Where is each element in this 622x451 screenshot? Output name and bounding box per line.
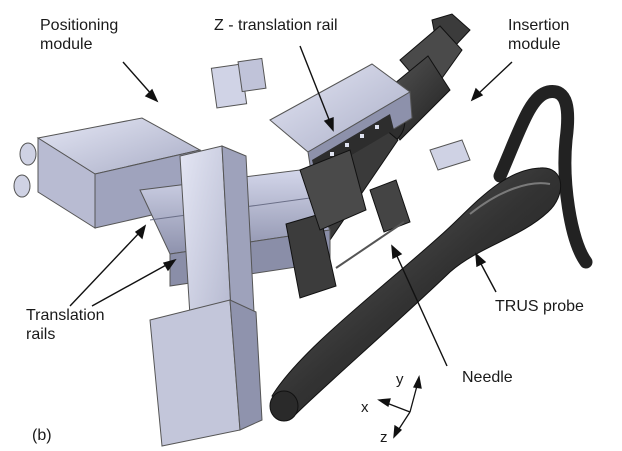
vertical-column-shape — [149, 57, 267, 447]
trus-probe-shape — [269, 167, 562, 422]
label-translation-rails: Translation rails — [26, 307, 105, 343]
label-z-translation-rail: Z - translation rail — [214, 17, 338, 34]
axis-label-y: y — [396, 371, 404, 388]
coordinate-axes — [377, 374, 422, 439]
label-positioning-module: Positioning module — [40, 17, 119, 53]
label-needle: Needle — [462, 369, 513, 386]
panel-label: (b) — [32, 427, 52, 444]
probe-cable — [493, 85, 593, 269]
label-arrows — [69, 45, 513, 367]
label-trus-probe: TRUS probe — [495, 298, 584, 315]
needle-guide-shape — [285, 139, 471, 299]
axis-label-x: x — [361, 399, 369, 416]
label-insertion-module: Insertion module — [508, 17, 570, 53]
axis-label-z: z — [380, 429, 388, 446]
needle-shape — [335, 221, 405, 269]
